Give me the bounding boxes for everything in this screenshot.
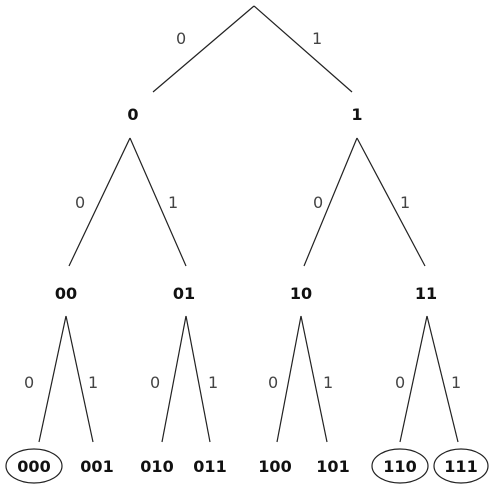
node-label-10: 10	[290, 284, 312, 303]
leaf-circle-000	[5, 448, 63, 484]
node-label-000: 000	[17, 457, 50, 476]
node-label-1: 1	[351, 105, 362, 124]
edge-10-100	[276, 315, 302, 443]
leaf-circle-111	[433, 448, 489, 484]
edge-label-root-1: 1	[312, 29, 322, 48]
edge-label-1-11: 1	[400, 193, 410, 212]
edge-11-111	[426, 315, 459, 443]
edge-label-11-111: 1	[451, 373, 461, 392]
edge-label-0-00: 0	[75, 193, 85, 212]
edge-root-0	[152, 5, 255, 93]
node-label-110: 110	[383, 457, 416, 476]
edge-label-01-010: 0	[150, 373, 160, 392]
edge-01-010	[161, 315, 187, 443]
node-label-11: 11	[415, 284, 437, 303]
edge-label-00-000: 0	[24, 373, 34, 392]
leaf-circle-110	[371, 448, 429, 484]
edge-label-1-10: 0	[313, 193, 323, 212]
edge-0-01	[129, 137, 187, 267]
node-label-0: 0	[127, 105, 138, 124]
edge-label-11-110: 0	[395, 373, 405, 392]
edge-label-01-011: 1	[208, 373, 218, 392]
node-label-010: 010	[140, 457, 173, 476]
edge-00-001	[65, 315, 94, 443]
node-label-101: 101	[316, 457, 349, 476]
edge-label-10-101: 1	[323, 373, 333, 392]
edge-label-00-001: 1	[88, 373, 98, 392]
edge-root-1	[253, 5, 353, 93]
node-label-01: 01	[173, 284, 195, 303]
node-label-011: 011	[193, 457, 226, 476]
edge-1-11	[356, 137, 426, 267]
edge-00-000	[38, 315, 67, 443]
edge-0-00	[68, 137, 131, 267]
edge-11-110	[399, 315, 428, 443]
node-label-00: 00	[55, 284, 77, 303]
edge-label-10-100: 0	[268, 373, 278, 392]
edge-label-0-01: 1	[168, 193, 178, 212]
edge-label-root-0: 0	[176, 29, 186, 48]
node-label-001: 001	[80, 457, 113, 476]
edge-01-011	[185, 315, 211, 443]
edge-10-101	[300, 315, 328, 443]
edge-1-10	[303, 137, 358, 267]
node-label-100: 100	[258, 457, 291, 476]
node-label-111: 111	[444, 457, 477, 476]
